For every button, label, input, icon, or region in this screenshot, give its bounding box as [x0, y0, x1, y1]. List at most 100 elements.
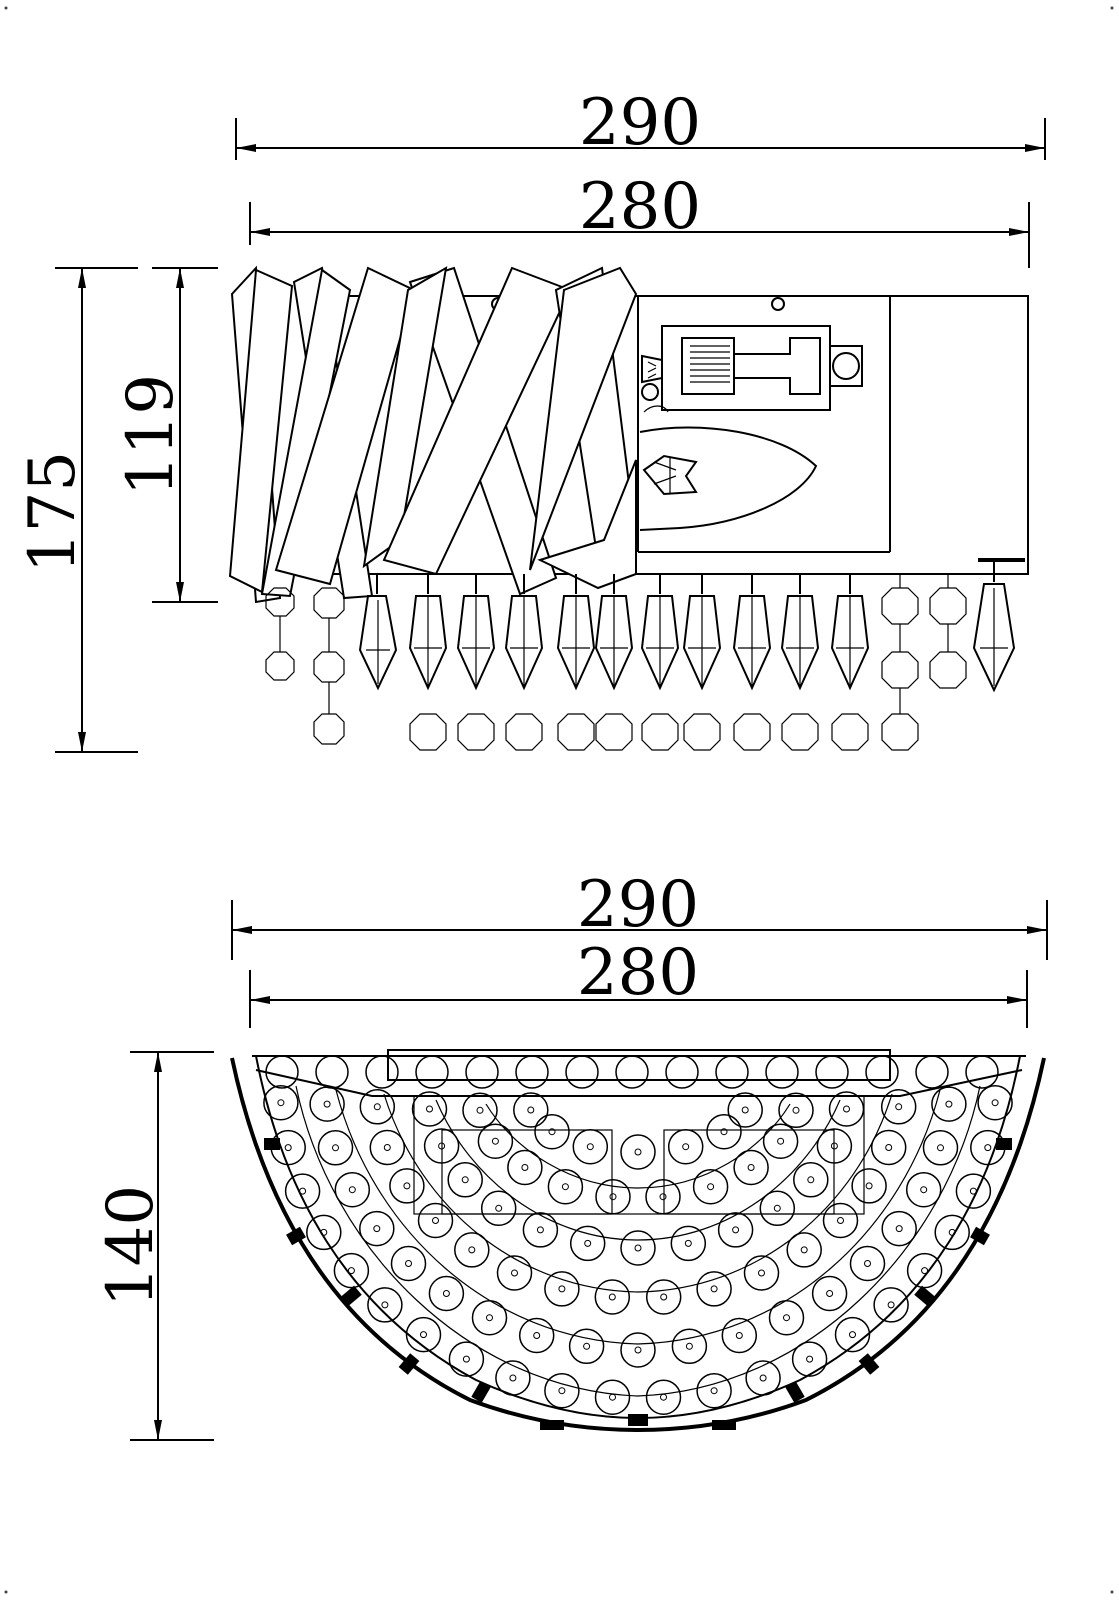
crystal-bead	[615, 1055, 649, 1089]
crystal-bead	[828, 1091, 865, 1127]
crystal-bead-hole	[277, 1099, 285, 1107]
crystal-bead-hole	[548, 1128, 556, 1136]
crystal-bead	[620, 1134, 656, 1170]
crystal-bead-hole	[864, 1260, 871, 1267]
crystal-bead-hole	[558, 1285, 566, 1293]
crystal-bead	[745, 1360, 781, 1396]
crystal-bead-hole	[420, 1331, 427, 1339]
crystal-bead	[454, 1232, 490, 1268]
prism-crystal-column	[456, 574, 496, 751]
crystal-bead-hole	[887, 1301, 895, 1309]
front-view: 290 280 140	[94, 868, 1048, 1441]
prism-crystal-column	[640, 574, 680, 751]
front-height-140-label: 140	[94, 1185, 168, 1307]
crystal-bead	[816, 1128, 853, 1164]
crystal-bead-hole	[461, 1176, 469, 1184]
side-height-175-dimension: 175	[16, 267, 138, 753]
crystal-bead	[620, 1230, 656, 1266]
crystal-bead-hole	[583, 1342, 591, 1350]
crystal-beads	[263, 1055, 1013, 1415]
bowl-clips	[264, 1138, 1012, 1430]
crystal-bead-hole	[511, 1269, 518, 1277]
crystal-bead	[727, 1092, 763, 1128]
crystal-bead-hole	[438, 1142, 446, 1150]
crystal-bead	[665, 1055, 699, 1089]
crystal-bead-hole	[533, 1332, 541, 1339]
side-width-290-label: 290	[579, 86, 701, 160]
octagon-crystal-column	[881, 574, 919, 751]
crystal-bead	[834, 1316, 871, 1353]
crystal-bead	[359, 1089, 396, 1125]
crystal-bead	[880, 1089, 917, 1125]
crystal-bead	[762, 1123, 799, 1159]
crystal-bead	[405, 1316, 442, 1353]
crystal-bead-hole	[783, 1314, 790, 1322]
crystal-bead-hole	[921, 1267, 929, 1275]
side-width-280-dimension: 280	[249, 170, 1030, 268]
crystal-bead	[870, 1129, 907, 1166]
crystal-bead-hole	[608, 1293, 616, 1301]
crystal-bead-hole	[895, 1225, 903, 1233]
drop-crystal	[972, 560, 1016, 693]
crystal-bead	[263, 1084, 299, 1121]
crystal-bead	[721, 1317, 758, 1354]
crystal-bead-hole	[710, 1285, 718, 1293]
crystal-bead-hole	[806, 1355, 814, 1363]
crystal-bead-hole	[885, 1144, 893, 1151]
crystal-bead	[768, 1299, 805, 1336]
crystal-bead	[733, 1149, 769, 1186]
drop-crystal	[358, 574, 398, 691]
crystal-bead	[670, 1225, 707, 1262]
crystal-bead	[822, 1202, 859, 1239]
crystal-bead	[447, 1162, 483, 1198]
crystal-bead	[306, 1214, 342, 1251]
crystal-bead-hole	[476, 1106, 484, 1114]
crystal-bead	[365, 1055, 399, 1089]
crystal-bead-hole	[741, 1106, 749, 1114]
side-height-175-label: 175	[16, 451, 90, 573]
crystal-bead	[317, 1130, 354, 1166]
crystal-bead	[671, 1328, 708, 1365]
crystal-bead	[645, 1279, 682, 1315]
crystal-bead	[965, 1055, 999, 1089]
crystal-bead	[423, 1128, 460, 1164]
crystal-bead	[696, 1271, 732, 1307]
crystal-bead-hole	[495, 1204, 503, 1212]
front-width-280-label: 280	[577, 936, 699, 1010]
crystal-bead	[594, 1379, 631, 1415]
crystal-bead-hole	[521, 1164, 529, 1171]
crystal-bead	[743, 1255, 780, 1291]
crystal-bead	[765, 1055, 799, 1089]
crystal-bead-hole	[773, 1204, 781, 1212]
crystal-bead	[667, 1128, 704, 1165]
crystal-bead-hole	[843, 1105, 850, 1113]
crystal-bead-hole	[777, 1137, 785, 1145]
crystal-bead	[881, 1210, 917, 1247]
crystal-bead-hole	[830, 1142, 838, 1150]
crystal-bead-hole	[800, 1246, 808, 1254]
crystal-bead	[931, 1086, 967, 1122]
crystal-bead	[915, 1055, 949, 1089]
crystal-bead	[645, 1379, 682, 1415]
side-height-119-label: 119	[114, 374, 188, 496]
crystal-bead-hole	[347, 1267, 355, 1275]
crystal-bead-hole	[684, 1239, 692, 1247]
crystal-bead	[793, 1162, 829, 1198]
crystal-bead-hole	[586, 1143, 594, 1151]
crystal-bead	[507, 1149, 543, 1186]
crystal-bead	[595, 1178, 631, 1215]
crystal-bead	[934, 1214, 970, 1251]
crystal-bead-hole	[383, 1144, 391, 1151]
crystal-bead-hole	[792, 1106, 800, 1114]
crystal-bead	[922, 1130, 959, 1166]
crystal-bead-hole	[945, 1100, 953, 1108]
crystal-bead	[359, 1210, 395, 1247]
octagon-crystal-column	[313, 587, 345, 745]
crystal-bead-hole	[984, 1144, 992, 1152]
crystal-bead-hole	[381, 1301, 389, 1309]
crystal-bead-hole	[837, 1217, 844, 1224]
crystal-bead	[715, 1055, 749, 1089]
prism-crystal-column	[504, 574, 544, 751]
crystal-bead-hole	[432, 1217, 439, 1224]
crystal-bead	[970, 1129, 1006, 1166]
